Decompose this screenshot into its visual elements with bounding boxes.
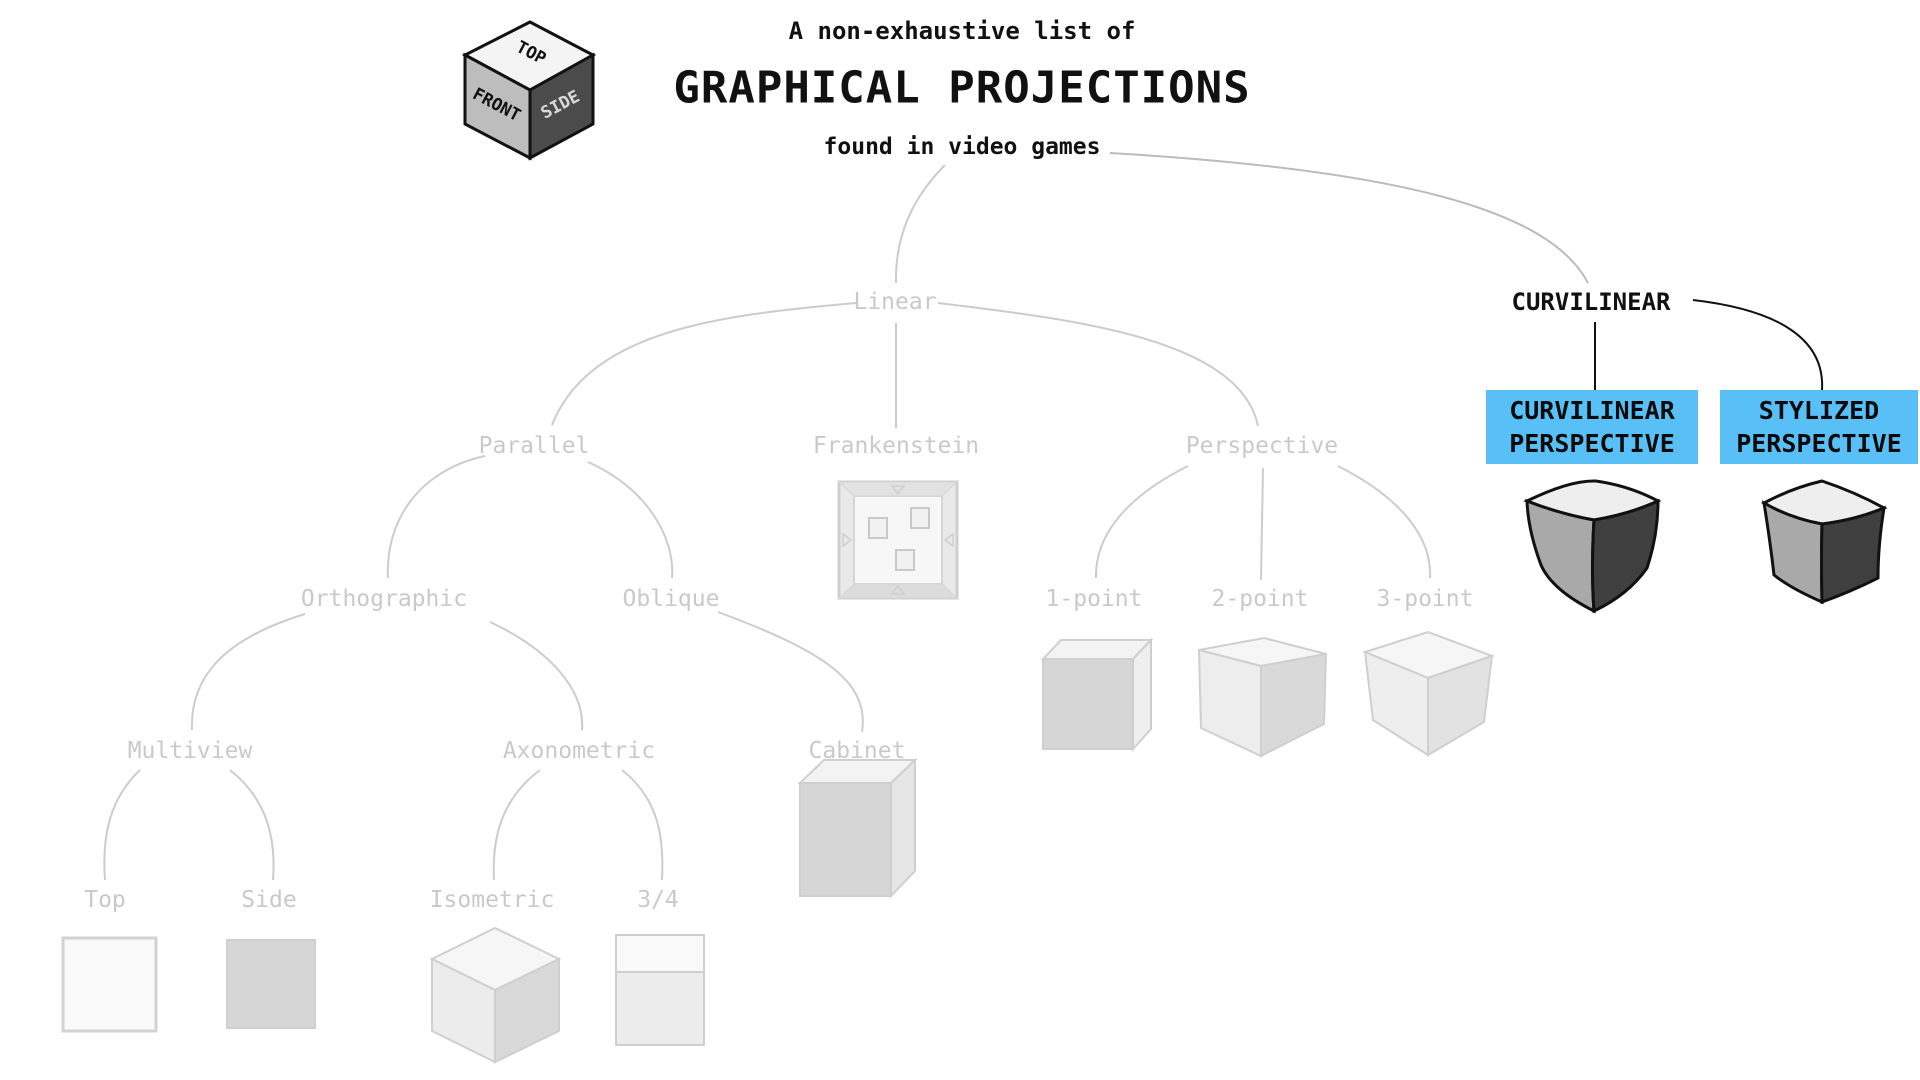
node-cabinet: Cabinet — [808, 738, 906, 764]
node-side: Side — [241, 887, 297, 913]
curvilinear-perspective-line-1: CURVILINEAR — [1509, 396, 1675, 425]
stylized-perspective-line-1: STYLIZED — [1758, 396, 1880, 425]
node-orthographic: Orthographic — [300, 586, 468, 612]
curvilinear-perspective-line-2: PERSPECTIVE — [1509, 429, 1675, 458]
connector-perspective-threepoint — [1337, 465, 1432, 579]
node-stylized-perspective: STYLIZED PERSPECTIVE — [1720, 390, 1918, 464]
cabinet-cube-illustration — [797, 757, 918, 899]
two-point-cube-illustration — [1197, 636, 1328, 758]
subtitle-top: A non-exhaustive list of — [788, 17, 1136, 45]
connector-axonometric-isometric — [492, 769, 541, 881]
three-point-cube-illustration — [1362, 630, 1495, 757]
connector-root-linear — [894, 164, 946, 284]
frankenstein-illustration — [837, 480, 959, 600]
isometric-cube-illustration — [429, 926, 562, 1064]
faded-connectors — [103, 164, 1432, 881]
node-parallel: Parallel — [478, 433, 590, 459]
node-isometric: Isometric — [429, 887, 555, 913]
stylized-perspective-line-2: PERSPECTIVE — [1736, 429, 1902, 458]
logo-cube-icon: TOP FRONT SIDE — [461, 20, 597, 161]
connector-perspective-onepoint — [1094, 465, 1189, 579]
node-perspective: Perspective — [1185, 433, 1339, 459]
connector-curvilinear-stylized — [1692, 299, 1824, 391]
connector-orthographic-multiview — [190, 613, 306, 731]
node-multiview: Multiview — [127, 738, 253, 764]
top-view-square — [61, 936, 158, 1033]
node-linear: Linear — [853, 289, 937, 315]
node-oblique: Oblique — [622, 586, 720, 612]
three-quarter-illustration — [615, 934, 705, 1046]
stylized-cube-illustration — [1760, 479, 1888, 605]
curvilinear-cube-illustration — [1523, 479, 1662, 614]
page-title: GRAPHICAL PROJECTIONS — [673, 62, 1251, 114]
node-curvilinear-perspective: CURVILINEAR PERSPECTIVE — [1486, 390, 1698, 464]
node-two-point: 2-point — [1211, 586, 1309, 612]
connector-parallel-oblique — [587, 461, 674, 579]
connector-orthographic-axonometric — [489, 621, 584, 731]
side-view-square — [226, 939, 316, 1029]
node-one-point: 1-point — [1045, 586, 1143, 612]
connector-perspective-twopoint — [1260, 467, 1264, 581]
root-connector-curvilinear — [1109, 152, 1589, 284]
connector-oblique-cabinet — [717, 611, 864, 733]
connector-parallel-orthographic — [386, 455, 486, 579]
node-axonometric: Axonometric — [502, 738, 656, 764]
connector-linear-parallel — [551, 302, 857, 426]
node-top: Top — [84, 887, 126, 913]
connector-multiview-side — [229, 769, 275, 881]
node-three-point: 3-point — [1376, 586, 1474, 612]
subtitle-bottom: found in video games — [823, 134, 1101, 160]
connector-linear-perspective — [937, 302, 1259, 427]
node-three-quarter: 3/4 — [637, 887, 679, 913]
node-frankenstein: Frankenstein — [812, 433, 980, 459]
connector-axonometric-threequarter — [621, 769, 664, 881]
dark-connectors — [1594, 299, 1824, 391]
connector-multiview-top — [103, 769, 141, 881]
one-point-cube-illustration — [1040, 637, 1154, 752]
node-curvilinear: CURVILINEAR — [1511, 288, 1671, 316]
